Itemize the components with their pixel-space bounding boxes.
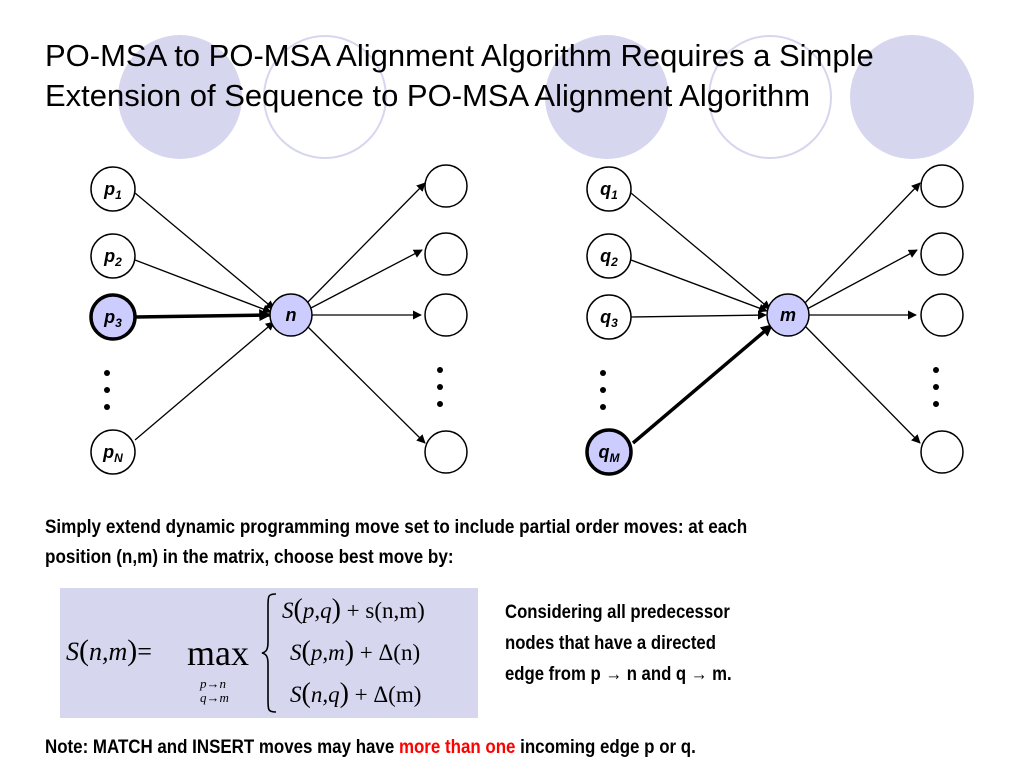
edge-q3-m	[630, 310, 767, 320]
intro-line-1: Simply extend dynamic programming move s…	[45, 517, 748, 538]
edge-q2-m	[630, 259, 768, 313]
edge-pN-n	[134, 321, 275, 441]
successor-node-right-4	[920, 430, 964, 474]
successor-node-left-3	[424, 293, 468, 337]
formula-max-under-2: q→m	[200, 690, 229, 705]
formula-max-under-1: p→n	[200, 676, 226, 691]
edge-p1-n	[134, 192, 275, 310]
note-suffix: incoming edge p or q.	[515, 737, 696, 758]
vertical-ellipsis-right-inputs	[600, 370, 606, 410]
considering-line-1: Considering all predecessor	[505, 602, 730, 623]
node-qM-highlighted: qM	[585, 428, 633, 476]
node-p3-highlighted: p3	[89, 293, 137, 341]
successor-node-left-2	[424, 232, 468, 276]
left-graph: p1 p2 p3 pN n	[89, 164, 468, 475]
page-title: PO-MSA to PO-MSA Alignment Algorithm Req…	[45, 36, 1005, 116]
partial-order-diagram: p1 p2 p3 pN n	[89, 164, 964, 476]
edge-m-out1	[802, 182, 921, 306]
formula-brace	[261, 593, 277, 713]
edge-n-out4	[305, 324, 426, 444]
successor-node-right-3	[920, 293, 964, 337]
svg-text:qM: qM	[599, 442, 621, 465]
vertical-ellipsis-right-outputs	[933, 367, 939, 407]
formula-case-3: S(n,q) + Δ(m)	[290, 678, 422, 709]
svg-text:p1: p1	[103, 179, 122, 202]
decor-circle-3	[850, 35, 974, 159]
node-p1: p1	[90, 166, 136, 212]
edge-m-out4	[803, 324, 921, 444]
vertical-ellipsis-left-inputs	[104, 370, 110, 410]
successor-node-left-4	[424, 430, 468, 474]
formula-case-2: S(p,m) + Δ(n)	[290, 636, 421, 667]
footer-note: Note: MATCH and INSERT moves may have mo…	[45, 733, 917, 763]
edge-qM-m-bold	[631, 323, 774, 445]
decor-circle-1	[118, 35, 242, 159]
note-prefix: Note: MATCH and INSERT moves may have	[45, 737, 399, 758]
decor-ring-1	[263, 35, 387, 159]
node-n: n	[269, 293, 313, 337]
recurrence-formula: S(n,m)= max p→n q→m S(p,q) + s(n,m) S(p,…	[60, 588, 478, 718]
svg-text:q1: q1	[600, 179, 618, 202]
intro-text: Simply extend dynamic programming move s…	[45, 513, 855, 573]
considering-line-3: edge from p → n and q → m.	[505, 664, 732, 685]
note-emphasis: more than one	[398, 737, 516, 758]
considering-line-2: nodes that have a directed	[505, 633, 716, 654]
svg-text:p3: p3	[103, 307, 122, 330]
svg-text:n: n	[286, 305, 297, 325]
title-line-1: PO-MSA to PO-MSA Alignment Algorithm Req…	[45, 38, 874, 73]
svg-text:p2: p2	[103, 246, 122, 269]
edge-n-out2	[308, 249, 423, 310]
vertical-ellipsis-left-outputs	[437, 367, 443, 407]
node-q3: q3	[586, 294, 632, 340]
intro-line-2: position (n,m) in the matrix, choose bes…	[45, 547, 454, 568]
node-m: m	[766, 293, 810, 337]
svg-text:pN: pN	[102, 442, 123, 465]
edge-p3-n-bold	[134, 309, 272, 322]
edge-q1-m	[630, 192, 771, 310]
node-pN: pN	[90, 429, 136, 475]
successor-node-right-1	[920, 164, 964, 208]
formula-max: max	[187, 633, 249, 673]
title-line-2: Extension of Sequence to PO-MSA Alignmen…	[45, 78, 811, 113]
decor-ring-2	[708, 35, 832, 159]
edge-m-out2	[806, 249, 918, 310]
decor-circle-2	[545, 35, 669, 159]
formula-case-1: S(p,q) + s(n,m)	[282, 594, 425, 625]
successor-node-left-1	[424, 164, 468, 208]
successor-node-right-2	[920, 232, 964, 276]
edge-n-out1	[304, 182, 426, 306]
edge-p2-n	[134, 259, 272, 314]
node-q2: q2	[586, 233, 632, 279]
considering-note: Considering all predecessor nodes that h…	[505, 597, 795, 690]
svg-text:q3: q3	[600, 307, 618, 330]
svg-text:q2: q2	[600, 246, 618, 269]
right-graph: q1 q2 q3 qM m	[585, 164, 964, 476]
node-p2: p2	[90, 233, 136, 279]
node-q1: q1	[586, 166, 632, 212]
svg-text:m: m	[780, 305, 796, 325]
formula-lhs: S(n,m)=	[66, 634, 152, 667]
